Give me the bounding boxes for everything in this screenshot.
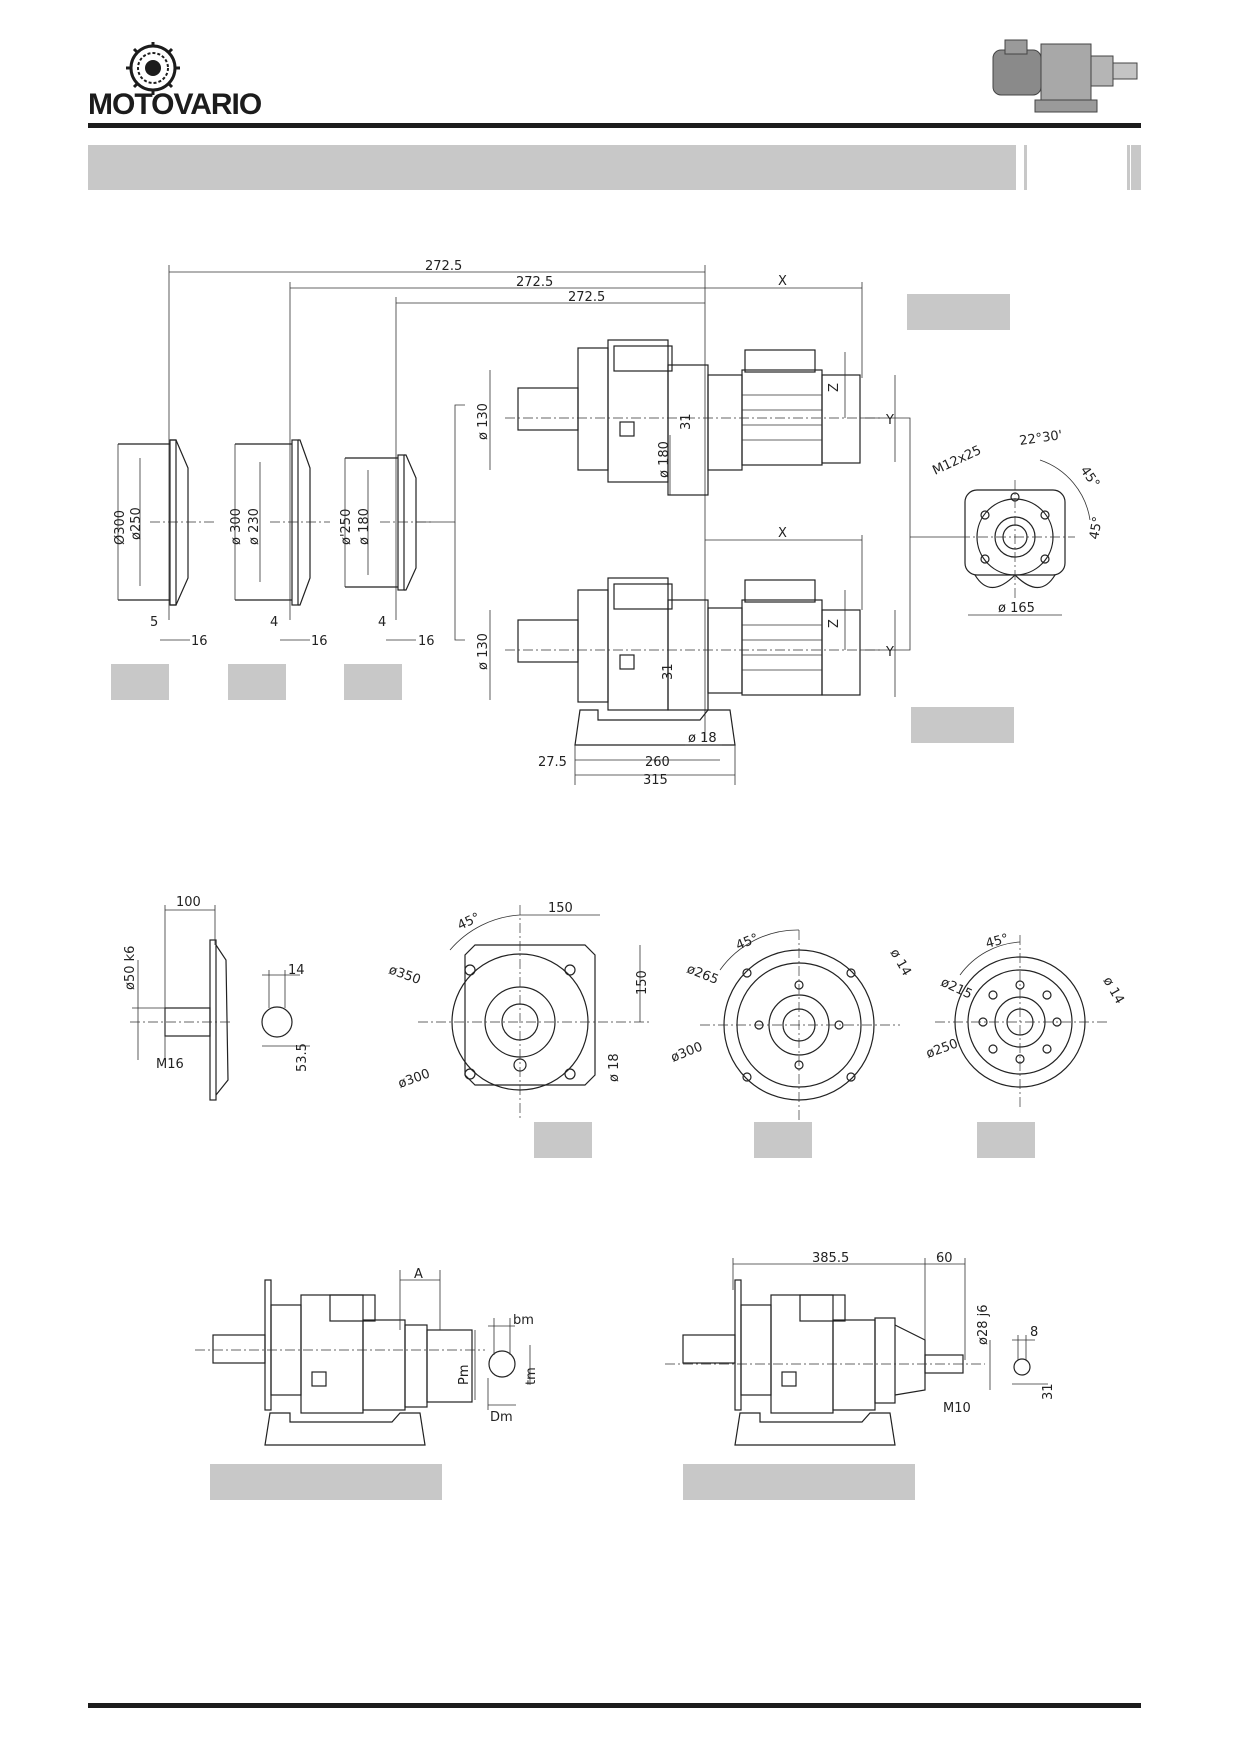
- dim-150-b: 150: [635, 970, 650, 995]
- dim-16-b: 16: [311, 634, 328, 649]
- dim-260: 260: [645, 755, 670, 770]
- label-box: [210, 1464, 442, 1500]
- dim-d300c: ø300: [396, 1066, 432, 1091]
- dim-x-top: X: [778, 274, 787, 289]
- round-flange-300-view: 45° ø265 ø300 ø 14: [669, 929, 914, 1120]
- dim-45-a: 45°: [1077, 464, 1103, 491]
- dim-60: 60: [936, 1251, 953, 1266]
- dim-d250c: ø250: [924, 1036, 960, 1061]
- dim-d28-j6: ø28 j6: [976, 1304, 991, 1345]
- gearmotor-illustration-icon: [992, 39, 1138, 113]
- dim-100: 100: [176, 895, 201, 910]
- adapter-assembly-view: A Pm bm tm Dm: [195, 1267, 539, 1446]
- dim-4-b: 4: [378, 615, 386, 630]
- dim-16-c: 16: [418, 634, 435, 649]
- dim-5: 5: [150, 615, 158, 630]
- flange-300b: ø 300 ø 230 4 16: [229, 439, 330, 649]
- motovario-logo-icon: [126, 42, 180, 95]
- label-box: [683, 1464, 915, 1500]
- dim-d180b: ø 180: [357, 508, 372, 545]
- dim-45-e: 45°: [984, 931, 1010, 951]
- footer-rule: [88, 1703, 1141, 1708]
- dim-d18-b: ø 18: [607, 1053, 622, 1082]
- label-box: [534, 1122, 592, 1158]
- brand-name: MOTOVARIO: [88, 88, 262, 121]
- dim-31-c: 31: [1041, 1383, 1056, 1400]
- dim-14-a: 14: [288, 963, 305, 978]
- dim-tm: tm: [524, 1367, 539, 1385]
- title-bar-code-box: [1024, 145, 1130, 190]
- dim-d18-a: ø 18: [688, 731, 717, 746]
- dim-z-b: Z: [827, 619, 842, 628]
- dim-d265: ø265: [685, 962, 721, 988]
- dim-dm: Dm: [490, 1410, 513, 1425]
- square-flange-view: 150 150 45° ø350 ø300 ø 18: [387, 901, 650, 1120]
- dim-272-5-b: 272.5: [516, 275, 553, 290]
- dim-pm: Pm: [457, 1364, 472, 1385]
- dim-45-d: 45°: [734, 931, 761, 954]
- input-shaft-assembly-view: 385.5 60 ø28 j6 M10 8 31: [665, 1251, 1056, 1446]
- dim-x-bottom: X: [778, 526, 787, 541]
- dim-27-5: 27.5: [538, 755, 567, 770]
- dim-8: 8: [1030, 1325, 1038, 1340]
- dim-z-a: Z: [827, 383, 842, 392]
- dim-d180: ø 180: [657, 441, 672, 478]
- dim-22-30: 22°30': [1018, 428, 1063, 449]
- label-box: [111, 664, 169, 700]
- header-rule: [88, 123, 1141, 128]
- label-box: [344, 664, 402, 700]
- label-box: [977, 1122, 1035, 1158]
- dim-53-5: 53.5: [295, 1043, 310, 1072]
- dim-d250: ø250: [129, 507, 144, 540]
- dim-385-5: 385.5: [812, 1251, 849, 1266]
- dim-4-a: 4: [270, 615, 278, 630]
- dim-d350: ø350: [387, 963, 423, 988]
- gearmotor-upper: ø 130 31 ø 180 Z Y: [476, 339, 896, 496]
- dim-d14-b: ø 14: [1100, 975, 1127, 1007]
- label-box: [228, 664, 286, 700]
- label-box: [907, 294, 1010, 330]
- dim-31-a: 31: [679, 413, 694, 430]
- dim-272-5-a: 272.5: [425, 259, 462, 274]
- dim-315: 315: [643, 773, 668, 788]
- title-bar-end: [1131, 145, 1141, 190]
- dim-45-b: 45°: [1087, 515, 1106, 540]
- dim-d215: ø215: [938, 975, 974, 1002]
- dim-d14-a: ø 14: [887, 947, 914, 979]
- end-view-flange: M12x25 22°30' 45° 45° ø 165: [862, 417, 1106, 651]
- dim-45-c: 45°: [455, 910, 482, 933]
- dim-a: A: [414, 1267, 423, 1282]
- label-box: [911, 707, 1014, 743]
- dim-d300: Ø300: [113, 510, 128, 545]
- dim-d130-a: ø 130: [476, 403, 491, 440]
- dim-d130-b: ø 130: [476, 633, 491, 670]
- dim-m10: M10: [943, 1401, 971, 1416]
- dim-bm: bm: [513, 1313, 534, 1328]
- dim-d165: ø 165: [998, 601, 1035, 616]
- flange-250: ø'250 ø 180 4 16: [339, 454, 435, 649]
- dim-d230: ø 230: [247, 508, 262, 545]
- dim-y-b: Y: [885, 645, 894, 660]
- dim-150-a: 150: [548, 901, 573, 916]
- dim-31-b: 31: [661, 663, 676, 680]
- dim-d300d: ø300: [669, 1040, 705, 1066]
- dim-d250b: ø'250: [339, 509, 354, 545]
- dim-16-a: 16: [191, 634, 208, 649]
- dim-272-5-c: 272.5: [568, 290, 605, 305]
- dim-d300b: ø 300: [229, 508, 244, 545]
- dim-m12x25: M12x25: [930, 443, 983, 479]
- dim-y-a: Y: [885, 413, 894, 428]
- round-flange-250-view: 45° ø215 ø250 ø 14: [924, 931, 1127, 1110]
- dim-d50-k6: ø50 k6: [123, 946, 138, 990]
- dim-m16: M16: [156, 1057, 184, 1072]
- title-bar: [88, 145, 1016, 190]
- shaft-side-view: 100 ø50 k6 14 53.5 M16: [123, 895, 310, 1101]
- gearmotor-lower: X ø 130 31 Z Y ø 18 27.5 260 315: [476, 526, 896, 788]
- flange-300: Ø300 ø250 5 16: [113, 439, 215, 649]
- label-box: [754, 1122, 812, 1158]
